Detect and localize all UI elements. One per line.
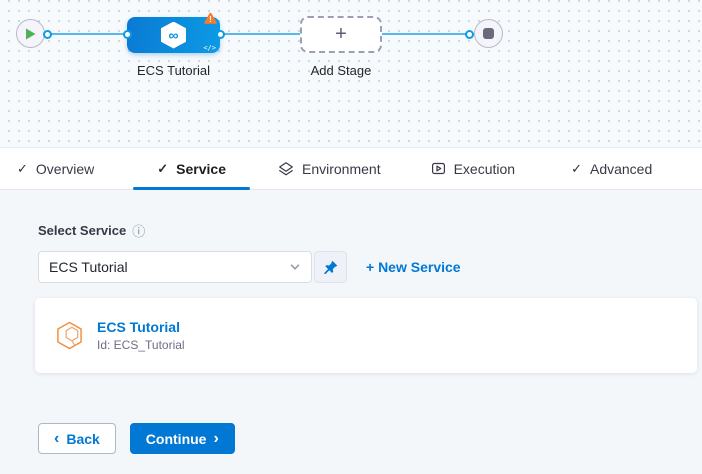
tab-overview[interactable]: ✓ Overview (17, 160, 95, 177)
service-card-text: ECS Tutorial Id: ECS_Tutorial (97, 319, 185, 352)
tab-advanced[interactable]: ✓ Advanced (571, 160, 653, 177)
service-card-title: ECS Tutorial (97, 319, 180, 335)
chevron-left-icon: ‹ (54, 429, 60, 447)
info-icon: ⓘ (132, 224, 146, 239)
pipeline-end-node (474, 19, 503, 48)
pipeline-canvas: ∞ ! </> ECS Tutorial + Add Stage (0, 0, 702, 147)
stop-icon (483, 28, 494, 39)
service-select-row: ECS Tutorial + New Service (38, 251, 702, 283)
plus-icon: + (335, 23, 347, 45)
continue-button[interactable]: Continue › (129, 423, 235, 454)
connector-dot (43, 30, 52, 39)
tab-execution[interactable]: Execution (407, 148, 539, 189)
connector-dot (216, 30, 225, 39)
select-service-label: Select Service ⓘ (38, 223, 146, 239)
stage-tabbar: ✓ Overview ✓ Service Environment (0, 147, 702, 190)
service-hexagon-icon (57, 321, 82, 350)
connector-dot (123, 30, 132, 39)
play-icon (26, 28, 36, 39)
check-icon: ✓ (571, 160, 582, 176)
add-stage-label: Add Stage (310, 63, 372, 78)
check-icon: ✓ (157, 160, 169, 176)
pipeline-connector-line (47, 33, 469, 35)
check-icon: ✓ (17, 160, 28, 176)
chevron-down-icon (290, 264, 300, 270)
code-icon: </> (203, 44, 216, 52)
pipeline-start-node (16, 19, 45, 48)
pin-button[interactable] (314, 251, 347, 283)
chevron-right-icon: › (213, 429, 219, 447)
environment-icon (278, 161, 294, 177)
service-tab-panel: Select Service ⓘ ECS Tutorial + New Serv… (0, 190, 702, 474)
service-card-id: Id: ECS_Tutorial (97, 338, 185, 352)
service-card[interactable]: ECS Tutorial Id: ECS_Tutorial (35, 298, 697, 373)
service-select[interactable]: ECS Tutorial (38, 251, 312, 283)
add-stage-button[interactable]: + (300, 16, 382, 53)
execution-icon (431, 161, 446, 176)
pin-icon (324, 260, 338, 274)
infinity-icon: ∞ (168, 27, 179, 43)
tab-environment[interactable]: Environment (254, 148, 405, 189)
svg-text:!: ! (209, 15, 212, 24)
back-button[interactable]: ‹ Back (38, 423, 116, 454)
footer-actions: ‹ Back Continue › (38, 423, 702, 454)
new-service-link[interactable]: + New Service (366, 259, 461, 275)
tab-service[interactable]: ✓ Service (133, 148, 250, 190)
pipeline-stage-node[interactable]: ∞ ! </> (127, 12, 220, 53)
warning-icon: ! (204, 12, 217, 24)
connector-dot (465, 30, 474, 39)
stage-name-label: ECS Tutorial (137, 63, 210, 78)
stage-hexagon-icon: ∞ (161, 21, 186, 49)
selected-service-value: ECS Tutorial (49, 259, 128, 275)
